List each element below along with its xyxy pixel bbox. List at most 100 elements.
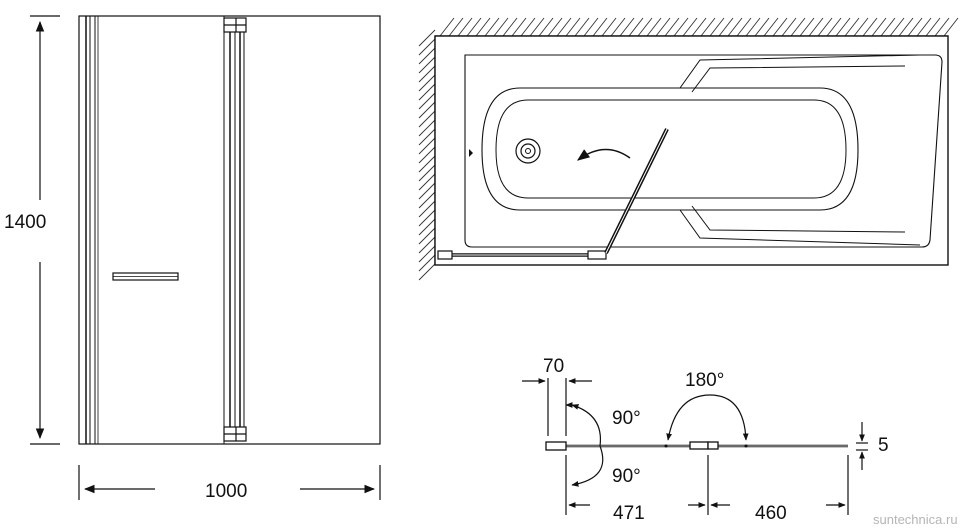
hatch-stroke (418, 155, 436, 173)
screen-top-view (437, 128, 669, 260)
hatch-stroke (637, 17, 653, 37)
hatch-stroke (511, 17, 527, 37)
hatch-stroke (709, 17, 725, 37)
hatch-stroke (862, 17, 878, 37)
front-view (78, 15, 381, 445)
hatch-stroke (502, 17, 518, 37)
hatch-stroke (601, 17, 617, 37)
hatch-stroke (418, 263, 436, 281)
hatch-stroke (736, 17, 752, 37)
rotation-arrow-icon (576, 148, 631, 161)
bottom-hinge (223, 426, 247, 442)
hatch-stroke (448, 17, 464, 37)
hatch-stroke (418, 236, 436, 254)
hatch-stroke (664, 17, 680, 37)
hatch-stroke (547, 17, 563, 37)
hatch-stroke (439, 17, 455, 37)
hatch-stroke (943, 17, 959, 37)
top-view (418, 17, 959, 281)
bathtub-basin (481, 87, 859, 211)
width-label: 1000 (205, 481, 247, 502)
hatch-stroke (583, 17, 599, 37)
hatch-stroke (418, 128, 436, 146)
swing-label: 180° (685, 370, 724, 391)
hatch-stroke (457, 17, 473, 37)
hatch-stroke (772, 17, 788, 37)
segment-2-label: 460 (755, 503, 787, 524)
hatch-stroke (418, 83, 436, 101)
hatch-stroke (475, 17, 491, 37)
hatch-stroke (592, 17, 608, 37)
hatch-stroke (718, 17, 734, 37)
hatch-stroke (925, 17, 941, 37)
hatch-stroke (418, 146, 436, 164)
hatch-stroke (538, 17, 554, 37)
hinge-post (223, 16, 245, 444)
hatch-stroke (610, 17, 626, 37)
hatch-stroke (418, 47, 436, 65)
hatch-stroke (418, 227, 436, 245)
hatch-stroke (700, 17, 716, 37)
hatch-stroke (853, 17, 869, 37)
wall-hatching (418, 17, 959, 281)
hatch-stroke (826, 17, 842, 37)
swing-arc (666, 394, 749, 441)
bathtub-rim (464, 54, 943, 248)
hatch-stroke (520, 17, 536, 37)
segment-1-label: 471 (613, 503, 645, 524)
hatch-stroke (418, 56, 436, 74)
top-hinge (223, 17, 247, 33)
hatch-stroke (727, 17, 743, 37)
watermark: suntechnica.ru (873, 512, 958, 527)
hatch-stroke (574, 17, 590, 37)
hatch-stroke (619, 17, 635, 37)
hatch-stroke (466, 17, 482, 37)
drain-icon (515, 138, 541, 164)
hatch-stroke (934, 17, 950, 37)
width-dimension (78, 465, 381, 500)
hatch-stroke (880, 17, 896, 37)
hatch-stroke (844, 17, 860, 37)
hatch-stroke (790, 17, 806, 37)
hatch-stroke (418, 74, 436, 92)
hatch-stroke (418, 245, 436, 263)
overflow-icon (469, 149, 473, 157)
hatch-stroke (418, 164, 436, 182)
hatch-stroke (529, 17, 545, 37)
hatch-stroke (418, 119, 436, 137)
angle-up-label: 90° (612, 408, 641, 429)
hatch-stroke (418, 182, 436, 200)
hatch-stroke (889, 17, 905, 37)
hatch-stroke (484, 17, 500, 37)
hatch-stroke (418, 101, 436, 119)
hatch-stroke (799, 17, 815, 37)
hatch-stroke (418, 191, 436, 209)
height-label: 1400 (4, 212, 46, 233)
hatch-stroke (556, 17, 572, 37)
hatch-stroke (418, 29, 436, 47)
hatch-stroke (418, 65, 436, 83)
hatch-stroke (655, 17, 671, 37)
height-dimension (30, 15, 60, 445)
hatch-stroke (418, 218, 436, 236)
hatch-stroke (691, 17, 707, 37)
hatch-stroke (418, 38, 436, 56)
hatch-stroke (418, 173, 436, 191)
angle-down-label: 90° (612, 466, 641, 487)
thickness-label: 5 (878, 435, 889, 456)
hatch-stroke (493, 17, 509, 37)
hatch-stroke (745, 17, 761, 37)
hatch-stroke (835, 17, 851, 37)
hatch-stroke (916, 17, 932, 37)
hatch-stroke (418, 254, 436, 272)
hatch-stroke (754, 17, 770, 37)
towel-bar (112, 272, 179, 281)
hatch-stroke (871, 17, 887, 37)
hatch-stroke (646, 17, 662, 37)
hatch-stroke (808, 17, 824, 37)
hatch-stroke (418, 92, 436, 110)
hatch-stroke (907, 17, 923, 37)
hatch-stroke (781, 17, 797, 37)
hatch-stroke (817, 17, 833, 37)
